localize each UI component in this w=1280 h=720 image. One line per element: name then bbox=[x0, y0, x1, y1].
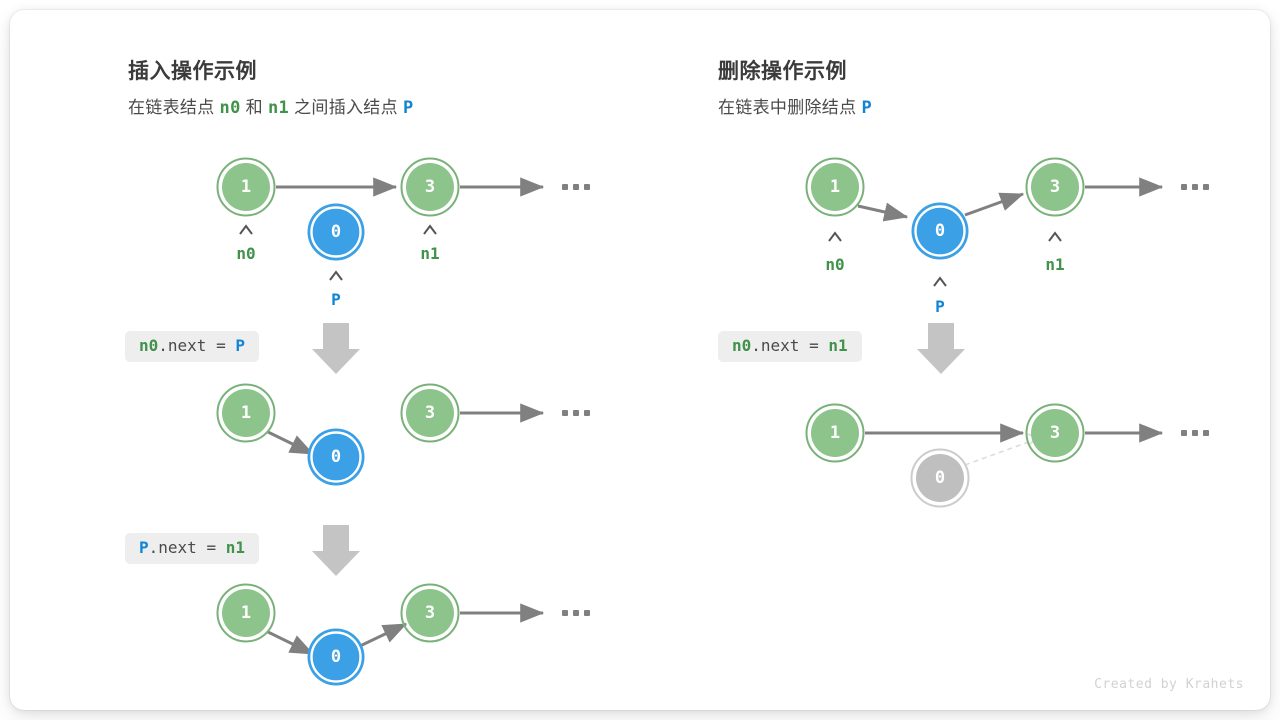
insert-diagram-svg: 1 3 0 n0 bbox=[216, 157, 590, 686]
node-n1-value: 3 bbox=[425, 177, 435, 197]
code-chip-p-next-n1: P.next = n1 bbox=[125, 533, 259, 564]
node-p-del: 0 bbox=[911, 202, 969, 260]
label-p-del: P bbox=[935, 297, 945, 316]
code-token-n0: n0 bbox=[139, 336, 159, 355]
subtitle-n0: n0 bbox=[219, 98, 241, 118]
caret-n0-icon bbox=[239, 224, 253, 235]
node-n1-row2-value: 3 bbox=[425, 403, 435, 423]
code-chip-n0-next-p: n0.next = P bbox=[125, 331, 259, 362]
subtitle-text-1: 在链表结点 bbox=[128, 98, 215, 117]
label-n0-del: n0 bbox=[825, 255, 844, 274]
caret-p-del-icon bbox=[933, 276, 947, 287]
code-token-next-right: .next = bbox=[751, 336, 829, 355]
delete-panel-title: 删除操作示例 bbox=[718, 60, 847, 83]
node-n0-del: 1 bbox=[805, 157, 865, 217]
code-token-p: P bbox=[235, 336, 245, 355]
node-n1-row3: 3 bbox=[400, 583, 460, 643]
code-token-next-1: .next = bbox=[158, 336, 236, 355]
node-n1-row2: 3 bbox=[400, 383, 460, 443]
ellipsis-del-row-2-icon bbox=[1181, 430, 1209, 436]
node-p-removed-value: 0 bbox=[935, 468, 945, 488]
link-n0-to-p-3 bbox=[267, 630, 315, 656]
step-down-arrow-1-icon bbox=[312, 323, 360, 374]
code-token-next-2: .next = bbox=[148, 538, 226, 557]
node-p-row3-value: 0 bbox=[331, 647, 341, 667]
node-n1-del-value: 3 bbox=[1050, 177, 1060, 197]
node-p-value: 0 bbox=[331, 222, 341, 242]
insert-row-3: 1 3 0 bbox=[216, 583, 590, 686]
caret-n1-del-icon bbox=[1048, 231, 1062, 242]
node-p-del-value: 0 bbox=[935, 221, 945, 241]
node-p-row2-value: 0 bbox=[331, 447, 341, 467]
diagram-card: 插入操作示例 在链表结点 n0 和 n1 之间插入结点 P n0.next = … bbox=[10, 10, 1270, 710]
code-token-n1-right: n1 bbox=[828, 336, 848, 355]
delete-subtitle-p: P bbox=[861, 98, 872, 118]
code-chip-n0-next-n1: n0.next = n1 bbox=[718, 331, 862, 362]
node-n0-row2: 1 bbox=[216, 383, 276, 443]
subtitle-text-3: 之间插入结点 bbox=[294, 98, 398, 117]
caret-n1-icon bbox=[423, 224, 437, 235]
delete-row-2: 1 3 0 bbox=[805, 403, 1209, 508]
node-n0-del-value: 1 bbox=[830, 177, 840, 197]
link-n0-to-p-del bbox=[857, 202, 909, 222]
ellipsis-row-2-icon bbox=[562, 410, 590, 416]
delete-panel-subtitle: 在链表中删除结点 P bbox=[718, 93, 872, 118]
subtitle-p: P bbox=[402, 98, 414, 118]
code-token-p-2: P bbox=[139, 538, 149, 557]
node-n0-row3-value: 1 bbox=[241, 603, 251, 623]
subtitle-n1: n1 bbox=[267, 98, 290, 118]
node-n0-value: 1 bbox=[241, 177, 251, 197]
insert-row-2: 1 3 0 bbox=[216, 383, 590, 486]
insert-row-1: 1 3 0 n0 bbox=[216, 157, 590, 309]
node-n1-del2: 3 bbox=[1025, 403, 1085, 463]
code-token-n1: n1 bbox=[225, 538, 245, 557]
link-dangling-p-icon bbox=[964, 439, 1035, 466]
node-p-removed: 0 bbox=[910, 448, 970, 508]
label-n0: n0 bbox=[236, 244, 255, 263]
node-p-row2: 0 bbox=[307, 428, 365, 486]
node-n0-del2: 1 bbox=[805, 403, 865, 463]
ellipsis-row-3-icon bbox=[562, 610, 590, 616]
node-n1-del2-value: 3 bbox=[1050, 423, 1060, 443]
label-p: P bbox=[331, 290, 341, 309]
delete-row-1: 1 3 0 n0 n1 P bbox=[805, 157, 1209, 316]
delete-subtitle-text: 在链表中删除结点 bbox=[718, 98, 857, 117]
node-n0: 1 bbox=[216, 157, 276, 217]
step-down-arrow-del-icon bbox=[917, 323, 965, 374]
credit-text: Created by Krahets bbox=[1094, 677, 1244, 692]
node-p: 0 bbox=[307, 203, 365, 261]
link-p-to-n1-3 bbox=[359, 622, 408, 648]
insert-panel: 插入操作示例 在链表结点 n0 和 n1 之间插入结点 P n0.next = … bbox=[10, 10, 640, 710]
label-n1-del: n1 bbox=[1045, 255, 1064, 274]
caret-p-icon bbox=[329, 270, 343, 281]
node-n1: 3 bbox=[400, 157, 460, 217]
node-n0-del2-value: 1 bbox=[830, 423, 840, 443]
ellipsis-row-1-icon bbox=[562, 184, 590, 190]
node-n1-del: 3 bbox=[1025, 157, 1085, 217]
code-token-n0-right: n0 bbox=[732, 336, 752, 355]
link-n0-to-p-2 bbox=[267, 430, 315, 456]
label-n1: n1 bbox=[420, 244, 439, 263]
delete-panel: 删除操作示例 在链表中删除结点 P n0.next = n1 1 bbox=[640, 10, 1270, 710]
node-p-row3: 0 bbox=[307, 628, 365, 686]
subtitle-text-2: 和 bbox=[245, 98, 263, 117]
insert-panel-title: 插入操作示例 bbox=[128, 60, 257, 83]
link-p-to-n1-del bbox=[964, 192, 1025, 217]
step-down-arrow-2-icon bbox=[312, 525, 360, 576]
node-n0-row2-value: 1 bbox=[241, 403, 251, 423]
insert-panel-subtitle: 在链表结点 n0 和 n1 之间插入结点 P bbox=[128, 93, 413, 118]
ellipsis-del-row-1-icon bbox=[1181, 184, 1209, 190]
node-n0-row3: 1 bbox=[216, 583, 276, 643]
node-n1-row3-value: 3 bbox=[425, 603, 435, 623]
delete-diagram-svg: 1 3 0 n0 n1 P bbox=[805, 157, 1209, 508]
caret-n0-del-icon bbox=[828, 231, 842, 242]
